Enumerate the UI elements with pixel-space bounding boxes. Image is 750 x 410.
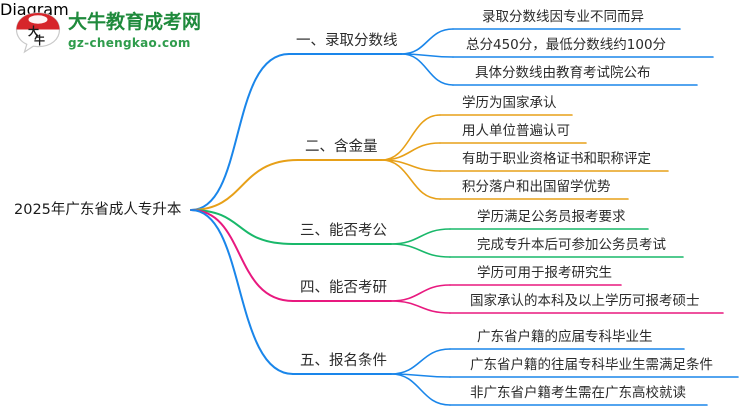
mindmap-leaf-3-1[interactable]: 学历满足公务员报考要求: [477, 209, 626, 225]
mindmap-leaf-5-2[interactable]: 广东省户籍的往届专科毕业生需满足条件: [470, 357, 713, 373]
connector-path: [400, 28, 454, 55]
mindmap-leaf-2-1[interactable]: 学历为国家承认: [462, 95, 557, 111]
connector-path: [380, 142, 441, 161]
connector-path: [390, 348, 451, 375]
mindmap-root-topic[interactable]: 2025年广东省成人专升本: [14, 202, 182, 218]
svg-text:大: 大: [28, 24, 39, 38]
connector-path: [380, 114, 441, 161]
mindmap-leaf-4-2[interactable]: 国家承认的本科及以上学历可报考硕士: [470, 293, 700, 309]
mindmap-leaf-1-1[interactable]: 录取分数线因专业不同而异: [482, 9, 644, 25]
mindmap-branch-1[interactable]: 一、录取分数线: [296, 33, 398, 49]
mindmap-leaf-2-4[interactable]: 积分落户和出国留学优势: [462, 179, 611, 195]
mindmap-leaf-2-3[interactable]: 有助于职业资格证书和职称评定: [462, 151, 651, 167]
connector-path: [380, 159, 441, 200]
logo-subtitle: gz-chengkao.com: [68, 36, 191, 50]
mindmap-branch-4[interactable]: 四、能否考研: [300, 280, 387, 296]
site-logo: 大 牛 大牛教育成考网 gz-chengkao.com: [14, 6, 244, 58]
connector-path: [390, 228, 451, 245]
mindmap-branch-3[interactable]: 三、能否考公: [300, 223, 387, 239]
connector-path: [190, 209, 294, 375]
connector-path: [190, 53, 290, 211]
connector-path: [390, 284, 451, 302]
svg-text:牛: 牛: [34, 33, 45, 47]
connector-path: [390, 373, 451, 406]
connector-path: [390, 373, 451, 378]
mindmap-leaf-1-2[interactable]: 总分450分，最低分数线约100分: [466, 37, 667, 53]
connector-path: [390, 300, 451, 314]
mindmap-leaf-1-3[interactable]: 具体分数线由教育考试院公布: [475, 65, 651, 81]
connector-path: [190, 209, 294, 302]
connector-path: [190, 209, 294, 245]
mindmap-leaf-5-1[interactable]: 广东省户籍的应届专科毕业生: [477, 329, 653, 345]
connector-path: [190, 159, 299, 211]
mindmap-branch-5[interactable]: 五、报名条件: [300, 353, 387, 369]
connector-path: [400, 53, 454, 58]
connector-path: [400, 53, 454, 86]
mindmap-leaf-5-3[interactable]: 非广东省户籍考生需在广东高校就读: [470, 385, 686, 401]
mindmap-leaf-2-2[interactable]: 用人单位普遍认可: [462, 123, 570, 139]
mindmap-leaf-4-1[interactable]: 学历可用于报考研究生: [477, 265, 612, 281]
mindmap-branch-2[interactable]: 二、含金量: [305, 139, 378, 155]
logo-title: 大牛教育成考网: [68, 11, 202, 33]
connector-path: [380, 159, 441, 172]
connector-path: [390, 243, 451, 258]
daniu-bubble-icon: 大 牛: [15, 12, 61, 54]
mindmap-leaf-3-2[interactable]: 完成专升本后可参加公务员考试: [477, 237, 666, 253]
